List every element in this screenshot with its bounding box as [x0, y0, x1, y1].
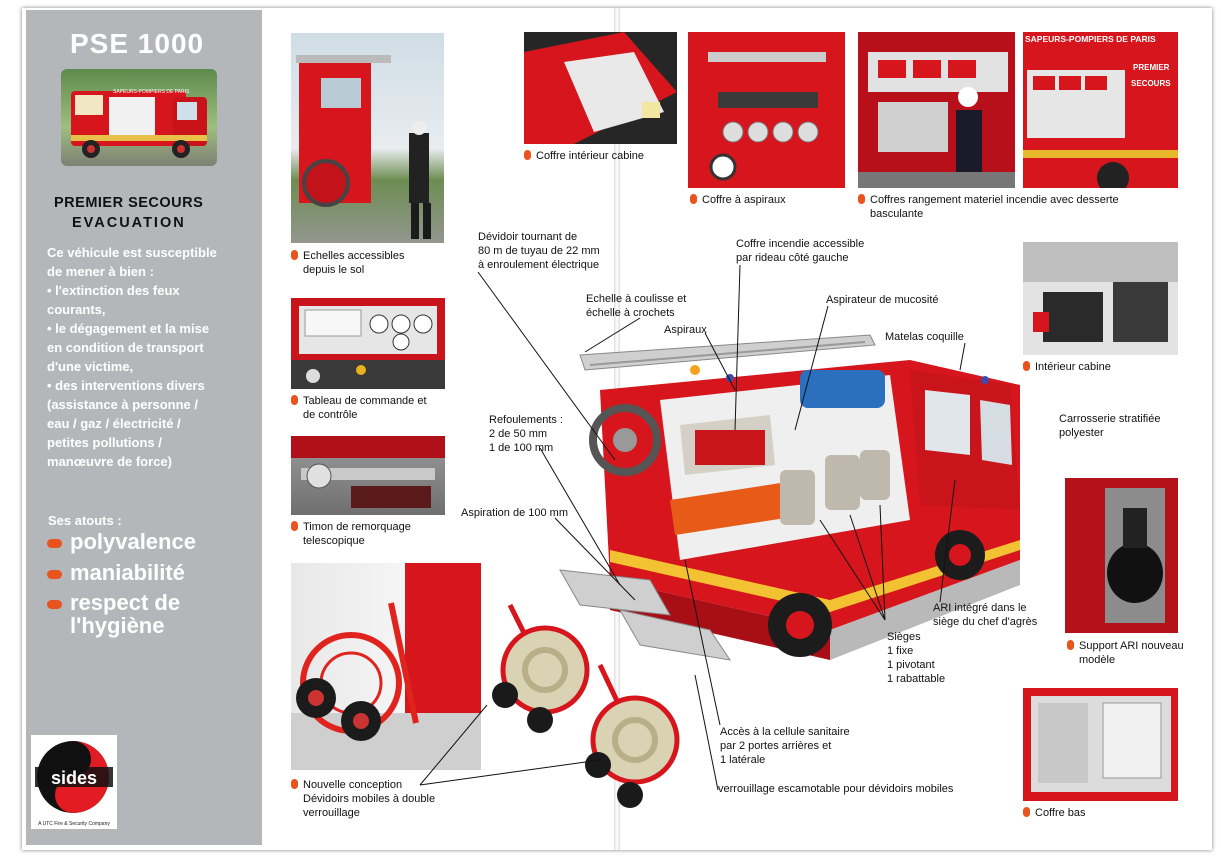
photo-echelles — [291, 33, 444, 243]
bullet-icon — [47, 599, 62, 609]
description-line: • des interventions divers — [47, 378, 205, 393]
subtitle-evacuation: EVACUATION — [72, 215, 186, 231]
callout-matelas: Matelas coquille — [885, 331, 964, 343]
photo-support-ari — [1065, 478, 1178, 633]
bullet-icon — [47, 569, 62, 579]
description-line: courants, — [47, 302, 106, 317]
description-line: eau / gaz / électricité / — [47, 416, 181, 431]
atout-maniabilite: maniabilité — [47, 561, 185, 584]
svg-text:sides: sides — [51, 768, 97, 788]
svg-text:A UTC Fire & Security Company: A UTC Fire & Security Company — [38, 821, 110, 827]
atout-polyvalence: polyvalence — [47, 530, 196, 553]
reel-1-icon — [492, 603, 590, 733]
photo-devidoir-mobile — [291, 563, 481, 770]
caption-coffre-bas: Coffre bas — [1023, 806, 1086, 820]
photo-coffres-rangement — [858, 32, 1015, 188]
photo-coffre-interieur — [524, 32, 677, 144]
bullet-icon — [291, 521, 298, 531]
bullet-icon — [858, 194, 865, 204]
svg-text:SECOURS: SECOURS — [1131, 79, 1171, 88]
photo-truck-side: SAPEURS-POMPIERS DE PARIS PREMIER SECOUR… — [1023, 32, 1178, 188]
sidebar-truck-photo: SAPEURS-POMPIERS DE PARIS — [61, 69, 217, 166]
bullet-icon — [47, 538, 62, 548]
rear-step-icon — [559, 569, 732, 661]
description-line: • le dégagement et la mise — [47, 321, 210, 336]
atout-hygiene: respect de — [47, 591, 180, 614]
description-line: • l'extinction des feux — [47, 283, 180, 298]
atouts-title: Ses atouts : — [48, 513, 122, 528]
description-line: Ce véhicule est susceptible — [47, 245, 217, 260]
subtitle-premier-secours: PREMIER SECOURS — [54, 195, 204, 211]
photo-timon — [291, 436, 445, 515]
sides-logo: sides A UTC Fire & Security Company — [31, 735, 117, 829]
callout-verrouillage: verrouillage escamotable pour dévidoirs … — [718, 783, 954, 795]
caption-coffre-aspiraux: Coffre à aspiraux — [690, 193, 786, 207]
sides-logo-icon: sides A UTC Fire & Security Company — [35, 741, 113, 827]
description-line: de mener à bien : — [47, 264, 154, 279]
reel-2-icon — [585, 663, 680, 808]
bullet-icon — [690, 194, 697, 204]
description-line: manœuvre de force) — [47, 454, 172, 469]
reel-icon — [589, 404, 661, 476]
bullet-icon — [291, 395, 298, 405]
callout-aspiration: Aspiration de 100 mm — [461, 507, 568, 519]
photo-coffre-bas — [1023, 688, 1178, 801]
bullet-icon — [1023, 361, 1030, 371]
bullet-icon — [291, 779, 298, 789]
svg-text:SAPEURS-POMPIERS DE PARIS: SAPEURS-POMPIERS DE PARIS — [1025, 34, 1156, 44]
bullet-icon — [524, 150, 531, 160]
photo-interieur-cabine — [1023, 242, 1178, 355]
description-line: (assistance à personne / — [47, 397, 199, 412]
vehicle-title: PSE 1000 — [70, 28, 205, 59]
bullet-icon — [1067, 640, 1074, 650]
truck-cutaway-illustration — [559, 334, 1020, 661]
photo-tableau — [291, 298, 445, 389]
caption-coffres-rangement: Coffres rangement materiel incendie avec… — [858, 193, 1119, 221]
bullet-icon — [291, 250, 298, 260]
ladder-icon — [579, 334, 876, 371]
description-line: petites pollutions / — [47, 435, 162, 450]
atout-hygiene-line2: l'hygiène — [70, 613, 165, 638]
seats-icon — [780, 450, 890, 525]
truck-thumbnail-icon: SAPEURS-POMPIERS DE PARIS — [71, 89, 207, 158]
description-line: en condition de transport — [47, 340, 204, 355]
svg-text:PREMIER: PREMIER — [1133, 63, 1170, 72]
callout-aspirateur: Aspirateur de mucosité — [826, 294, 939, 306]
caption-interieur-cabine: Intérieur cabine — [1023, 360, 1111, 374]
caption-coffre-interieur: Coffre intérieur cabine — [524, 149, 644, 163]
photo-coffre-aspiraux — [688, 32, 845, 188]
description-line: d'une victime, — [47, 359, 134, 374]
callout-aspiraux: Aspiraux — [664, 324, 707, 336]
bullet-icon — [1023, 807, 1030, 817]
vehicle-description: Ce véhicule est susceptible de mener à b… — [47, 243, 252, 471]
svg-text:SAPEURS-POMPIERS DE PARIS: SAPEURS-POMPIERS DE PARIS — [113, 89, 190, 95]
mattress-icon — [800, 370, 885, 408]
mobile-reels-illustration — [492, 603, 680, 808]
wheel-icon — [768, 530, 985, 657]
